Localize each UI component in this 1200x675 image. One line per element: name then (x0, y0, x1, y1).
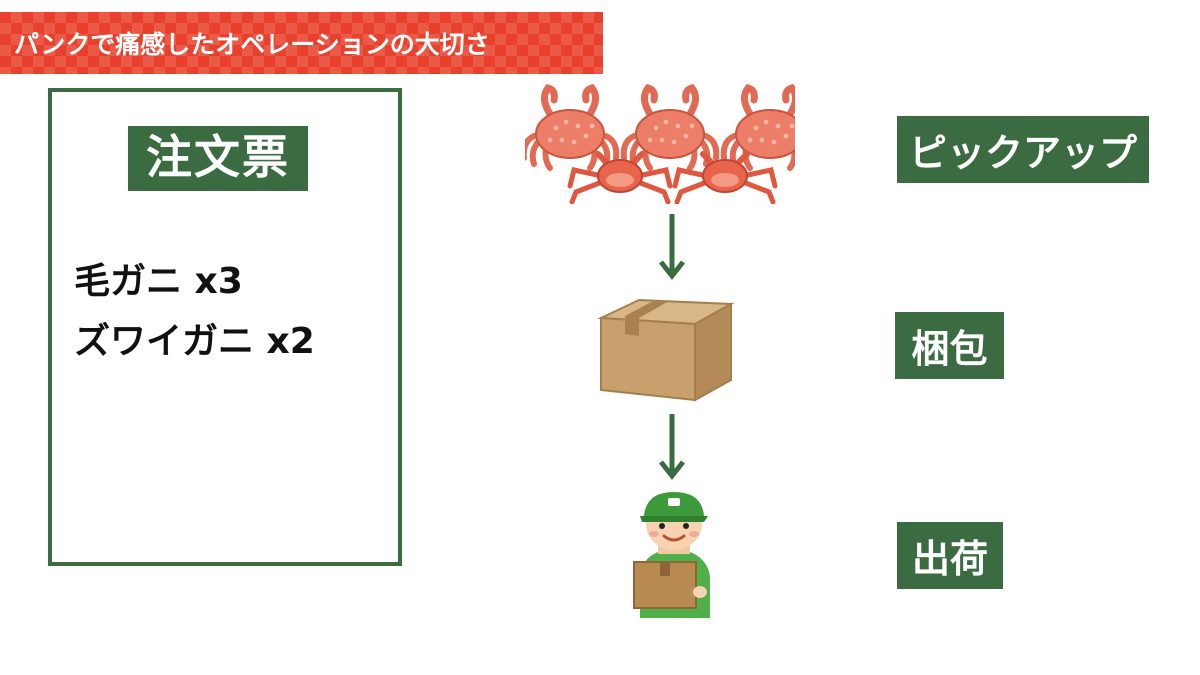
order-item: 毛ガニ x3 (74, 261, 243, 302)
step-label-shipping: 出荷 (897, 522, 1003, 589)
cardboard-box-icon (597, 298, 735, 402)
order-item-list: 毛ガニ x3 ズワイガニ x2 (74, 252, 315, 372)
page-title: パンクで痛感したオペレーションの大切さ (14, 30, 490, 59)
order-slip-heading: 注文票 (128, 126, 308, 192)
snow-crab-icon (570, 154, 670, 202)
order-slip: 注文票 毛ガニ x3 ズワイガニ x2 (48, 88, 402, 566)
down-arrow-icon (659, 214, 685, 281)
crabs-illustration (525, 84, 795, 204)
step-label-packing: 梱包 (895, 312, 1004, 379)
hairy-crab-icon (724, 88, 795, 168)
title-banner: パンクで痛感したオペレーションの大切さ (0, 12, 603, 74)
down-arrow-icon (659, 414, 685, 481)
delivery-person-icon (633, 492, 710, 618)
order-item: ズワイガニ x2 (74, 321, 315, 362)
snow-crab-icon (675, 154, 775, 202)
step-label-pickup: ピックアップ (897, 116, 1149, 183)
